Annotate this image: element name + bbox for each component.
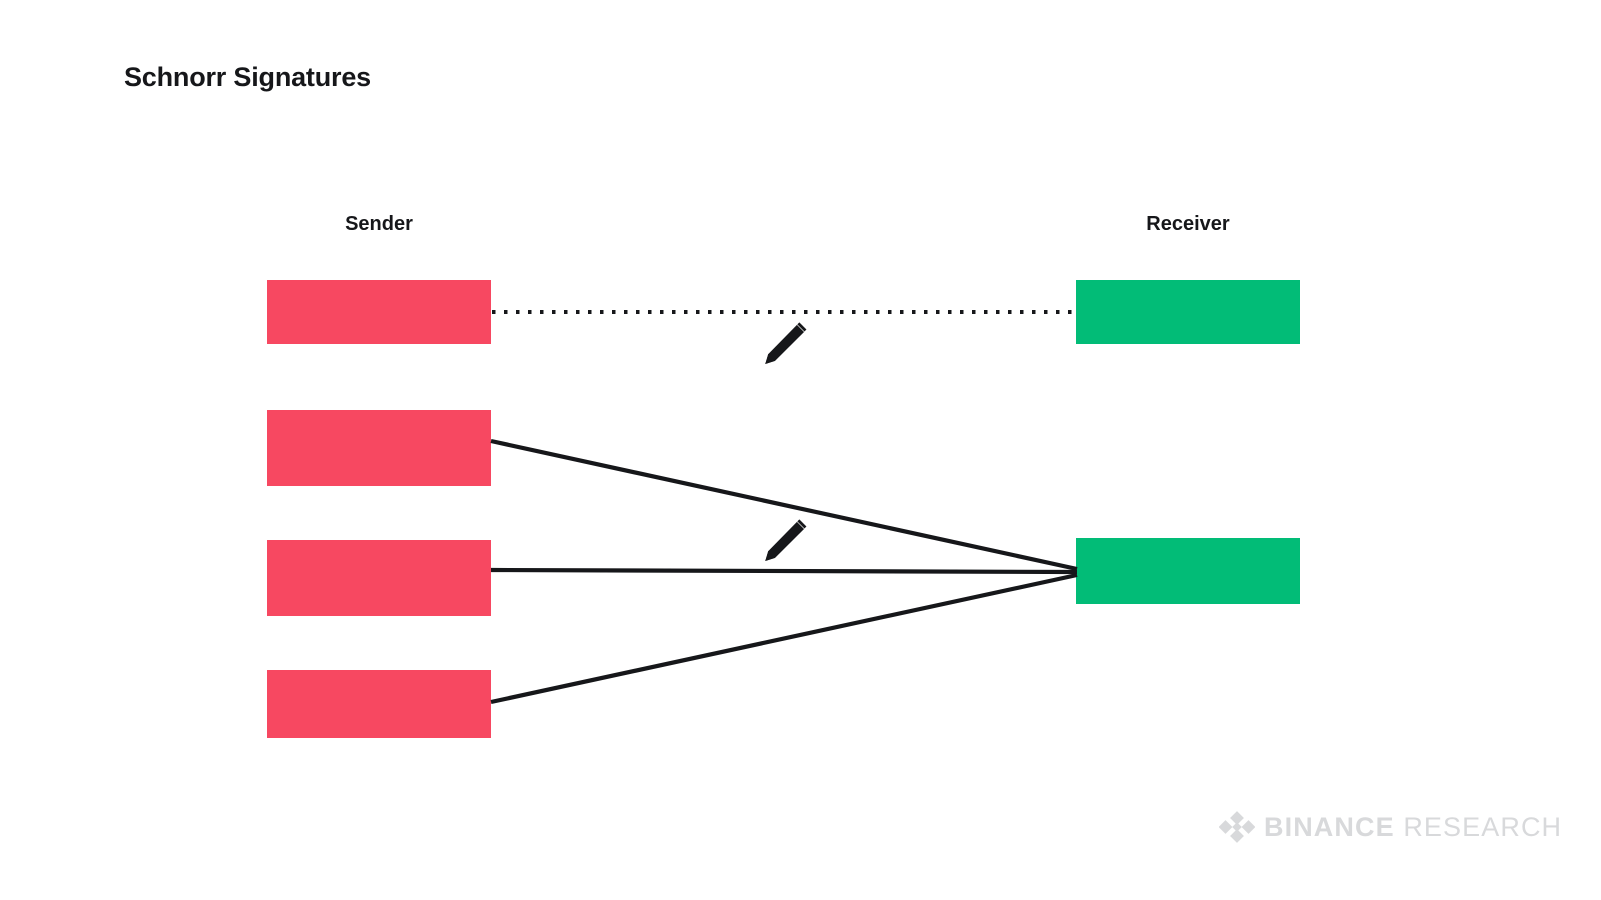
column-label-receiver: Receiver <box>1146 213 1230 235</box>
watermark-brand: BINANCE <box>1264 811 1395 842</box>
node-sender-4[interactable] <box>267 670 491 738</box>
page-title: Schnorr Signatures <box>124 62 371 92</box>
column-label-sender: Sender <box>345 213 413 235</box>
pencil-icon <box>765 519 807 562</box>
node-sender-1[interactable] <box>267 280 491 344</box>
node-receiver-2[interactable] <box>1076 538 1300 604</box>
edge-sender4-receiver2 <box>490 572 1078 705</box>
node-sender-2[interactable] <box>267 410 491 486</box>
node-receiver-1[interactable] <box>1076 280 1300 344</box>
edge-sender3-receiver2 <box>490 567 1078 575</box>
watermark: BINANCE RESEARCH <box>1219 806 1562 848</box>
watermark-product: RESEARCH <box>1403 811 1563 842</box>
binance-diamond-logo-icon <box>1219 811 1255 843</box>
pencil-icon <box>765 322 807 365</box>
node-sender-3[interactable] <box>267 540 491 616</box>
edge-sender2-receiver2 <box>490 438 1078 572</box>
